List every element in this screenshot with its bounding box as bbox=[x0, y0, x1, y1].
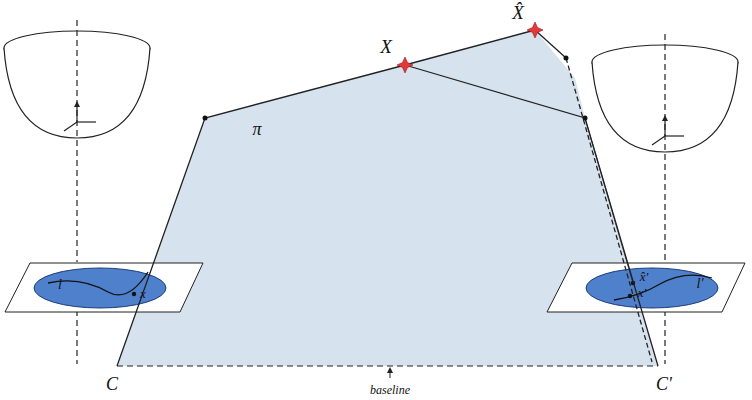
figure-label: C bbox=[106, 375, 118, 393]
figure-label: C' bbox=[656, 375, 672, 393]
projection-rays bbox=[117, 30, 658, 366]
right-mirror bbox=[592, 34, 738, 364]
figure-label: x' bbox=[638, 286, 647, 299]
figure-label: l bbox=[58, 278, 62, 292]
figure-label: π bbox=[252, 120, 261, 138]
figure-label: X bbox=[380, 37, 392, 56]
point-star bbox=[397, 22, 543, 73]
figure-label: X̂ bbox=[512, 3, 524, 22]
figure-label: l' bbox=[697, 277, 704, 291]
left-image-plane bbox=[5, 263, 203, 312]
mirror-points bbox=[203, 56, 588, 121]
right-image-plane bbox=[547, 263, 745, 312]
figure-label: x bbox=[140, 287, 146, 300]
figure-label: baseline bbox=[370, 384, 410, 396]
baseline-line bbox=[117, 365, 658, 366]
leader-arrow bbox=[387, 367, 393, 373]
epipolar-plane bbox=[117, 30, 658, 366]
figure-label: x̂' bbox=[640, 270, 649, 283]
